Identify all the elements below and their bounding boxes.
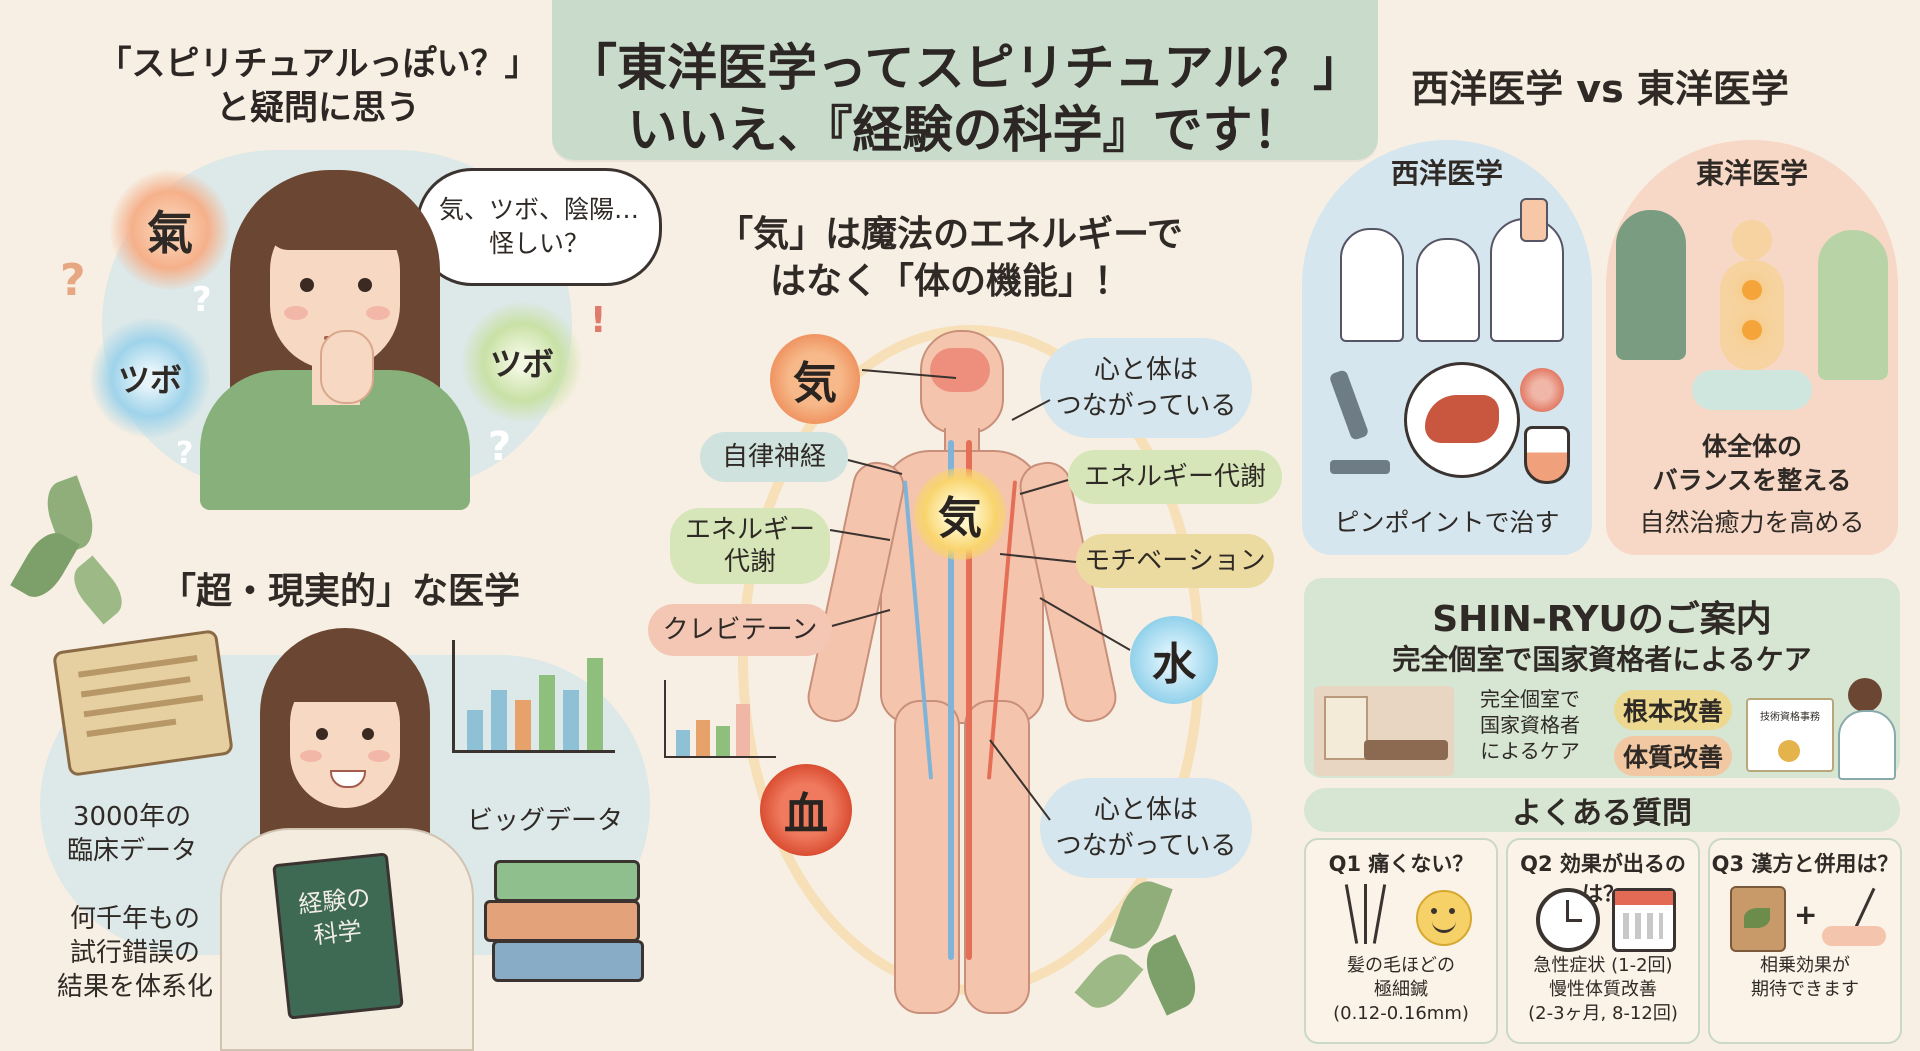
microscope-icon (1328, 369, 1390, 480)
leaf-icon (10, 470, 132, 670)
tsubo-orb-blue-text: ツボ (117, 361, 182, 399)
bubble-mind-body-bottom: 心と体は つながっている (1040, 778, 1252, 878)
east-caption-2: 自然治癒力を高める (1639, 508, 1865, 537)
question-icon: ? (192, 280, 212, 320)
main-title-line2: いいえ、『経験の科学』です！ (627, 101, 1303, 159)
eastern-medicine-card: 東洋医学 体全体の バランスを整える 自然治癒力を高める (1606, 140, 1898, 555)
label-motivation: モチベーション (1076, 534, 1274, 588)
west-label: 西洋医学 (1390, 157, 1503, 190)
western-medicine-card: 西洋医学 ピンポイントで治す (1302, 140, 1592, 555)
faq-a3: 相乗効果が 期待できます (1751, 955, 1859, 1000)
chart-icon (664, 680, 776, 758)
meditation-figure (1692, 220, 1812, 420)
certificate-text: 技術資格事務 (1760, 712, 1820, 723)
tsubo-orb-blue: ツボ (90, 318, 210, 438)
element-water: 水 (1130, 616, 1218, 704)
leaf-icon (1074, 870, 1220, 1040)
east-label: 東洋医学 (1695, 157, 1808, 190)
book-stack-icon (484, 860, 644, 1010)
private-room-image (1314, 686, 1454, 776)
experience-science-book: 経験の 科学 (272, 852, 404, 1020)
exclaim-icon: ! (590, 300, 607, 341)
center-heading-1: 「気」は魔法のエネルギーで (717, 214, 1183, 255)
human-body-illustration (803, 330, 1121, 1020)
faq-q1: Q1 痛くない？ (1328, 852, 1474, 876)
ki-orb-text: 氣 (147, 206, 193, 260)
plus-icon: + (1794, 898, 1818, 931)
herb-bag-icon (1730, 886, 1786, 952)
bubble-mind-body-top: 心と体は つながっている (1040, 338, 1252, 438)
west-caption: ピンポイントで治す (1334, 508, 1560, 537)
thinking-woman-illustration (200, 160, 470, 510)
ki-orb: 氣 (110, 170, 230, 290)
label-energy-right: エネルギー代謝 (1068, 450, 1282, 504)
left-bottom-heading: 「超・現実的」な医学 (159, 571, 520, 612)
faq-card-3[interactable]: Q3 漢方と併用は？ + 相乗効果が 期待できます (1708, 838, 1902, 1044)
element-blood: 血 (760, 764, 852, 856)
right-heading: 西洋医学 vs 東洋医学 (1411, 67, 1789, 111)
east-caption-1: 体全体の バランスを整える (1652, 432, 1852, 495)
virus-icon (1520, 368, 1564, 412)
label-autonomic: 自律神経 (700, 432, 848, 482)
shin-ryu-title: SHIN-RYUのご案内 (1432, 599, 1772, 640)
label-energy-left: エネルギー 代謝 (670, 508, 830, 584)
east-practitioner-right (1818, 230, 1888, 380)
faq-a2: 急性症状 (1-2回) 慢性体質改善 (2-3ヶ月, 8-12回) (1528, 955, 1678, 1024)
smile-icon (1416, 890, 1472, 946)
doctors-illustration (1320, 198, 1576, 348)
element-blood-text: 血 (784, 789, 828, 840)
speech-line1: 気、ツボ、陰陽… (438, 195, 639, 224)
data-3000-text: 3000年の 臨床データ (66, 802, 197, 866)
shin-ryu-subtitle: 完全個室で国家資格者によるケア (1392, 643, 1812, 676)
faq-q3: Q3 漢方と併用は？ (1711, 852, 1899, 876)
label-creatinine: クレビテーン (648, 604, 832, 656)
left-top-heading-1: 「スピリチュアルっぽい？」 (97, 44, 539, 84)
tsubo-orb-green-text: ツボ (489, 345, 554, 383)
tag-constitution-improvement: 体質改善 (1614, 736, 1732, 776)
smiling-woman-illustration: 経験の 科学 (220, 628, 474, 1051)
speech-line2: 怪しい？ (488, 229, 589, 258)
trial-error-text: 何千年もの 試行錯誤の 結果を体系化 (56, 904, 213, 1002)
chart-icon (452, 640, 615, 753)
element-ki-top: 気 (770, 334, 860, 424)
needle-icon (1822, 886, 1886, 948)
flask-icon (1524, 426, 1570, 484)
question-icon: ? (60, 255, 86, 306)
clock-icon (1536, 888, 1600, 952)
connector-lines (829, 369, 1131, 821)
element-ki-center: 気 (914, 468, 1006, 560)
question-icon: ? (176, 436, 194, 471)
shin-ryu-desc: 完全個室で 国家資格者 によるケア (1480, 687, 1580, 763)
question-icon: ? (488, 424, 512, 470)
title-banner: 「東洋医学ってスピリチュアル？」 いいえ、『経験の科学』です！ (552, 0, 1378, 160)
liver-icon (1404, 362, 1520, 478)
faq-a1: 髪の毛ほどの 極細鍼 (0.12-0.16mm) (1333, 955, 1469, 1024)
doubt-speech-bubble: 気、ツボ、陰陽… 怪しい？ (416, 168, 662, 286)
main-title-line1: 「東洋医学ってスピリチュアル？」 (567, 39, 1363, 97)
left-top-heading-2: と疑問に思う (216, 88, 420, 128)
east-practitioner-left (1616, 210, 1686, 360)
big-data-text: ビッグデータ (466, 806, 623, 836)
faq-card-1[interactable]: Q1 痛くない？ 髪の毛ほどの 極細鍼 (0.12-0.16mm) (1304, 838, 1498, 1044)
element-ki-top-text: 気 (793, 358, 837, 409)
faq-card-2[interactable]: Q2 効果が出るのは？ 急性症状 (1-2回) 慢性体質改善 (2-3ヶ月, 8… (1506, 838, 1700, 1044)
calendar-icon (1612, 888, 1676, 952)
practitioner-woman (1834, 678, 1896, 780)
faq-heading: よくある質問 (1304, 788, 1900, 832)
tsubo-orb-green: ツボ (462, 302, 582, 422)
needle-icon (1334, 884, 1394, 946)
element-ki-center-text: 気 (938, 493, 982, 544)
shin-ryu-info-box: SHIN-RYUのご案内 完全個室で国家資格者によるケア 完全個室で 国家資格者… (1304, 578, 1900, 780)
element-water-text: 水 (1152, 639, 1196, 690)
scroll-icon (52, 629, 234, 777)
center-heading-2: はなく「体の機能」！ (769, 261, 1130, 302)
tag-root-improvement: 根本改善 (1614, 690, 1732, 730)
certificate-icon: 技術資格事務 (1746, 698, 1834, 772)
